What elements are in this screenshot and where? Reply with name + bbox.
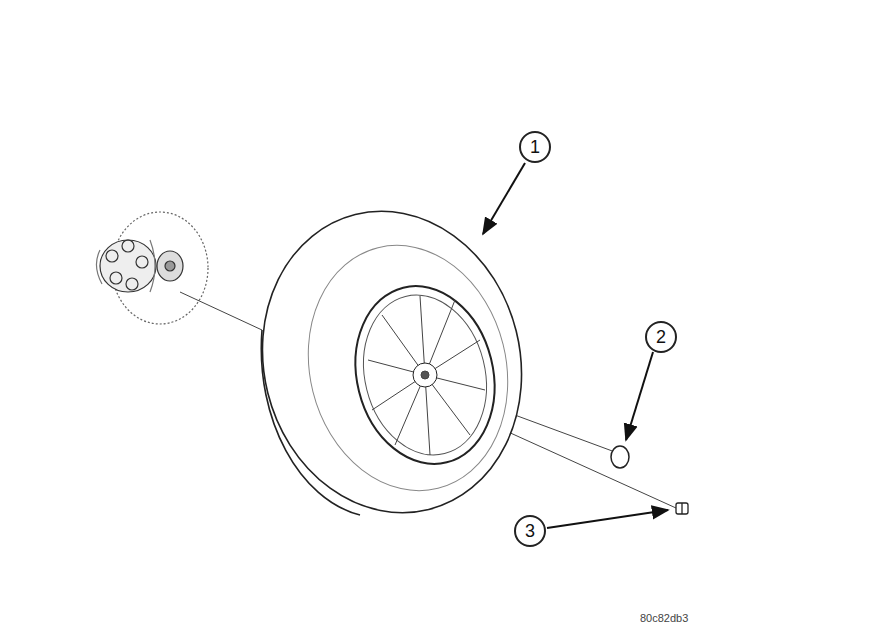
callout-number: 2 — [656, 328, 666, 346]
hub-assembly — [96, 212, 208, 324]
tire — [231, 184, 553, 541]
lug-nut — [676, 503, 688, 514]
leader-arrow — [483, 163, 668, 528]
wheel-spokes — [368, 296, 485, 455]
callout-circle: 2 — [645, 321, 677, 353]
callout-number: 3 — [525, 522, 535, 540]
callout-circle: 1 — [519, 131, 551, 163]
figure-code: 80c82db3 — [640, 612, 688, 624]
center-cap — [611, 446, 629, 468]
callout-circle: 3 — [514, 515, 546, 547]
callout-number: 1 — [530, 138, 540, 156]
